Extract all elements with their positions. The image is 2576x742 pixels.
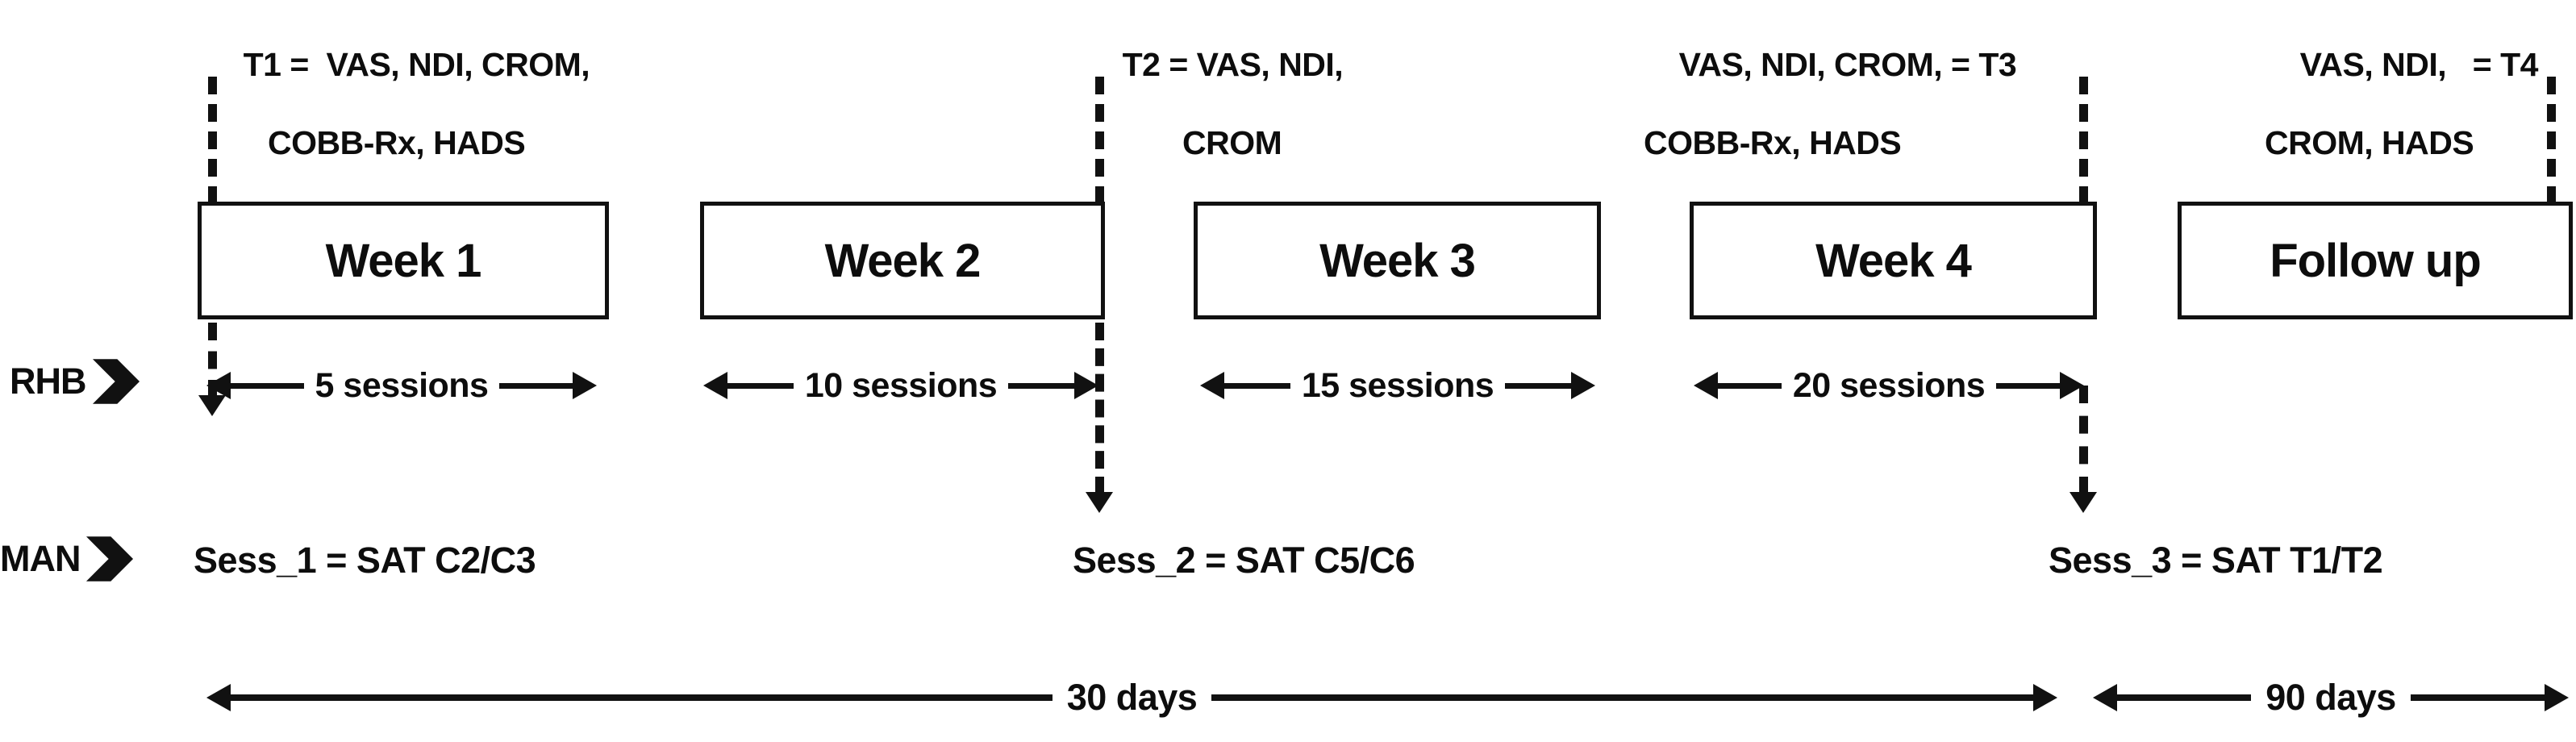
arrow-left-icon bbox=[1694, 372, 1718, 399]
arrow-down-icon-sess1 bbox=[198, 395, 226, 416]
duration-label: 90 days bbox=[2265, 677, 2396, 718]
arrow-left-icon bbox=[1200, 372, 1224, 399]
phase-label: Week 2 bbox=[824, 234, 982, 287]
session-count-label: 15 sessions bbox=[1301, 365, 1494, 405]
dashed-connector-sess1 bbox=[208, 323, 217, 398]
dashed-connector-t3-upper bbox=[2079, 77, 2088, 204]
dashed-connector-t4-upper bbox=[2547, 77, 2556, 204]
session-range-5: 5 sessions bbox=[206, 366, 598, 405]
assessment-t4-line1: VAS, NDI, = T4 bbox=[2299, 46, 2539, 84]
range-line bbox=[1718, 382, 1782, 389]
range-line bbox=[2117, 694, 2252, 701]
assessment-t1-line2: COBB-Rx, HADS bbox=[268, 124, 526, 162]
arrow-left-icon bbox=[703, 372, 727, 399]
phase-box-week-2[interactable]: Week 2 bbox=[700, 202, 1105, 319]
manual-session-label-1: Sess_1 = SAT C2/C3 bbox=[194, 540, 536, 581]
session-range-15: 15 sessions bbox=[1200, 366, 1596, 405]
arrow-right-icon bbox=[1074, 372, 1099, 399]
phase-box-week-1[interactable]: Week 1 bbox=[198, 202, 609, 319]
group-label-rhb: RHB bbox=[10, 361, 86, 402]
session-count-label: 10 sessions bbox=[804, 365, 998, 405]
arrow-right-icon bbox=[2033, 684, 2057, 711]
arrow-left-icon bbox=[2093, 684, 2117, 711]
group-tag-rhb[interactable]: RHB bbox=[10, 355, 143, 408]
arrow-right-icon bbox=[573, 372, 598, 399]
range-line bbox=[231, 694, 1052, 701]
duration-range-30-days: 30 days bbox=[206, 677, 2057, 718]
phase-label: Week 3 bbox=[1319, 234, 1476, 287]
range-line bbox=[499, 382, 573, 389]
phase-box-follow-up[interactable]: Follow up bbox=[2178, 202, 2573, 319]
phase-label: Week 1 bbox=[325, 234, 482, 287]
arrow-left-icon bbox=[206, 684, 231, 711]
dashed-connector-sess3 bbox=[2079, 386, 2088, 494]
phase-label: Follow up bbox=[2270, 234, 2482, 287]
arrow-down-icon-sess2 bbox=[1086, 492, 1113, 513]
assessment-label-t3: VAS, NDI, CROM, = T3 COBB-Rx, HADS bbox=[1644, 6, 2017, 240]
range-line bbox=[1224, 382, 1290, 389]
chevron-right-icon bbox=[92, 359, 140, 404]
assessment-label-t2: T2 = VAS, NDI, CROM bbox=[1087, 6, 1344, 240]
duration-label: 30 days bbox=[1066, 677, 1198, 718]
assessment-t2-line2: CROM bbox=[1182, 124, 1282, 162]
assessment-label-t1: T1 = VAS, NDI, CROM, COBB-Rx, HADS bbox=[208, 6, 590, 240]
dashed-connector-t2-upper bbox=[1095, 77, 1104, 204]
assessment-t4-line2: CROM, HADS bbox=[2265, 124, 2474, 162]
arrow-right-icon bbox=[1571, 372, 1596, 399]
range-line bbox=[1211, 694, 2033, 701]
assessment-label-t4: VAS, NDI, = T4 CROM, HADS bbox=[2265, 6, 2538, 240]
chevron-right-icon bbox=[86, 536, 134, 582]
manual-session-label-2: Sess_2 = SAT C5/C6 bbox=[1073, 540, 1415, 581]
phase-box-week-3[interactable]: Week 3 bbox=[1194, 202, 1601, 319]
duration-range-90-days: 90 days bbox=[2093, 677, 2569, 718]
group-label-man: MAN bbox=[0, 538, 81, 579]
range-line bbox=[2410, 694, 2545, 701]
phase-box-week-4[interactable]: Week 4 bbox=[1690, 202, 2097, 319]
assessment-t1-line1: T1 = VAS, NDI, CROM, bbox=[243, 46, 590, 84]
range-line bbox=[727, 382, 794, 389]
group-tag-man[interactable]: MAN bbox=[0, 532, 136, 586]
session-range-20: 20 sessions bbox=[1694, 366, 2085, 405]
range-line bbox=[1008, 382, 1075, 389]
session-count-label: 5 sessions bbox=[315, 365, 489, 405]
session-count-label: 20 sessions bbox=[1792, 365, 1986, 405]
dashed-connector-t1-upper bbox=[208, 77, 217, 204]
arrow-down-icon-sess3 bbox=[2070, 492, 2097, 513]
assessment-t2-line1: T2 = VAS, NDI, bbox=[1122, 46, 1344, 84]
arrow-right-icon bbox=[2545, 684, 2569, 711]
phase-label: Week 4 bbox=[1815, 234, 1972, 287]
assessment-t3-line2: COBB-Rx, HADS bbox=[1644, 124, 1902, 162]
range-line bbox=[231, 382, 304, 389]
manual-session-label-3: Sess_3 = SAT T1/T2 bbox=[2049, 540, 2383, 581]
range-line bbox=[1996, 382, 2061, 389]
assessment-t3-line1: VAS, NDI, CROM, = T3 bbox=[1678, 46, 2017, 84]
dashed-connector-sess2 bbox=[1095, 323, 1104, 494]
range-line bbox=[1505, 382, 1572, 389]
session-range-10: 10 sessions bbox=[703, 366, 1099, 405]
